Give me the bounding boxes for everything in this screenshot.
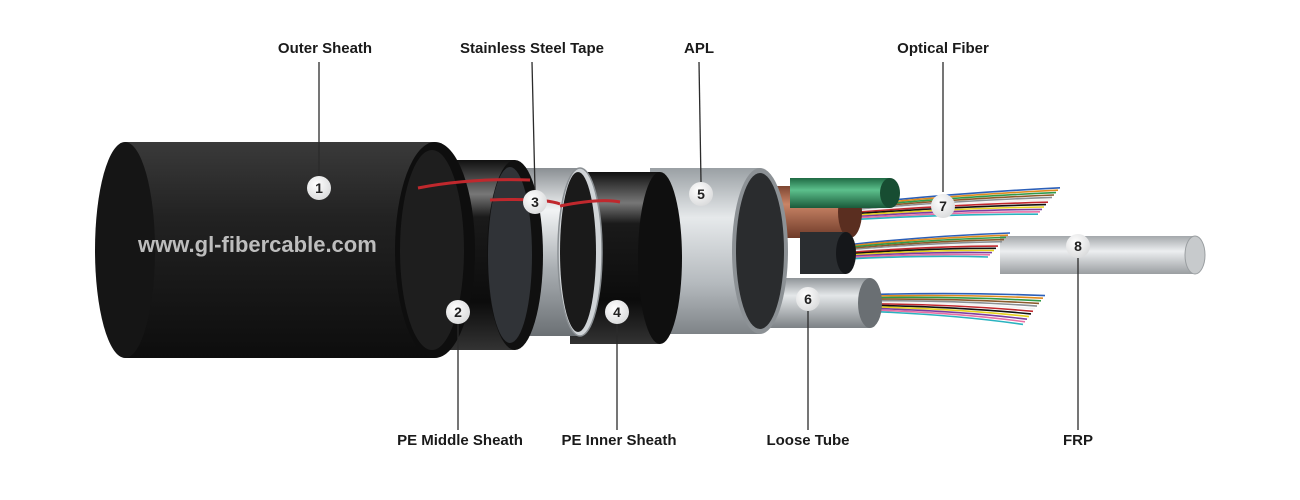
badge-8: 8	[1066, 234, 1090, 258]
badge-5: 5	[689, 182, 713, 206]
fiber-strand	[845, 243, 1001, 253]
label-optical-fiber: Optical Fiber	[897, 40, 989, 57]
fiber-strand	[845, 238, 1005, 250]
badge-4: 4	[605, 300, 629, 324]
fiber-strand	[845, 234, 1009, 248]
frp-rod	[1000, 235, 1206, 275]
fiber-strand	[869, 307, 1028, 320]
fiber-strand	[845, 247, 997, 255]
fiber-strand	[869, 294, 1044, 300]
badge-3: 3	[523, 190, 547, 214]
fiber-strand	[869, 304, 1032, 315]
badge-number: 8	[1074, 238, 1082, 254]
badge-number: 6	[804, 291, 812, 307]
label-frp: FRP	[1063, 432, 1093, 449]
label-loose-tube: Loose Tube	[766, 432, 850, 449]
badge-number: 3	[531, 194, 539, 210]
fiber-strand	[845, 245, 999, 254]
badge-number: 7	[939, 198, 947, 214]
fiber-strand	[869, 296, 1042, 302]
fiber-strand	[845, 251, 993, 258]
loose-tube-grey	[770, 278, 882, 328]
badge-1: 1	[307, 176, 331, 200]
leader-lines	[318, 61, 1079, 430]
optical-fibers	[845, 187, 1061, 326]
fiber-strand	[869, 306, 1030, 318]
badge-number: 5	[697, 186, 705, 202]
badge-7: 7	[931, 194, 955, 218]
fiber-strand	[869, 302, 1034, 313]
fiber-strand	[845, 232, 1011, 246]
fiber-strand	[845, 253, 991, 259]
badge-6: 6	[796, 287, 820, 311]
label-apl: APL	[684, 40, 714, 57]
fiber-strand	[869, 298, 1040, 305]
fiber-strand	[869, 292, 1046, 297]
fiber-strand	[869, 299, 1038, 307]
loose-tube-dark	[800, 232, 856, 274]
fiber-strand	[845, 240, 1003, 251]
label-stainless-steel-tape: Stainless Steel Tape	[460, 40, 604, 57]
fiber-strand	[869, 309, 1026, 323]
fiber-strand	[869, 301, 1036, 310]
watermark-text: www.gl-fibercable.com	[137, 232, 377, 257]
fiber-strand	[845, 255, 989, 260]
badge-2: 2	[446, 300, 470, 324]
label-pe-inner-sheath: PE Inner Sheath	[561, 432, 677, 449]
fiber-strand	[845, 249, 995, 256]
fiber-strand	[869, 310, 1024, 326]
fiber-strand	[845, 236, 1007, 249]
label-outer-sheath: Outer Sheath	[277, 40, 373, 57]
loose-tube-green	[790, 178, 900, 208]
badge-number: 4	[613, 304, 621, 320]
badge-number: 1	[315, 180, 323, 196]
badge-number: 2	[454, 304, 462, 320]
label-pe-middle-sheath: PE Middle Sheath	[397, 432, 523, 449]
